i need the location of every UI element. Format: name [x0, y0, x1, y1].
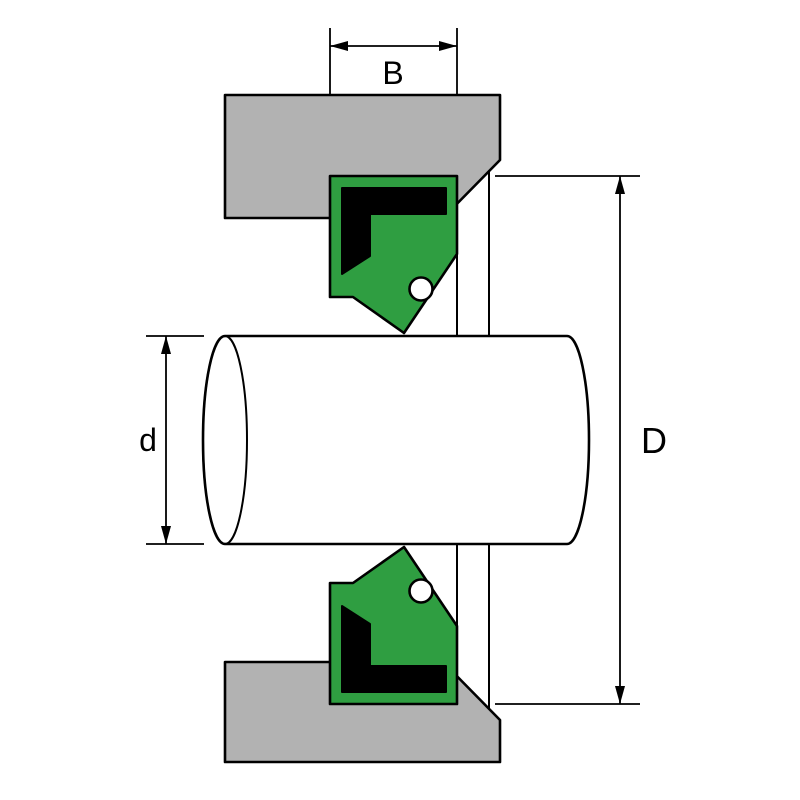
seal-top	[328, 174, 459, 335]
dim-d-arrow-bottom-icon	[161, 526, 171, 544]
dim-d-label: d	[139, 422, 157, 458]
seal-top-garter-spring-icon	[408, 276, 434, 302]
dim-d-outer-arrow-bottom-icon	[615, 686, 625, 704]
dimension-b: B	[329, 28, 458, 94]
dim-d-arrow-top-icon	[161, 336, 171, 354]
seal-bottom	[328, 545, 459, 706]
dimension-d-outer: D	[495, 175, 667, 705]
dim-d-outer-label: D	[641, 420, 667, 461]
shaft-body	[201, 334, 591, 546]
seal-bottom-case	[341, 605, 447, 693]
dim-d-outer-arrow-top-icon	[615, 176, 625, 194]
seal-bottom-garter-spring-icon	[408, 578, 434, 604]
shaft	[201, 334, 591, 546]
dimension-d: d	[139, 335, 204, 545]
shaft-end-face-ellipse	[202, 335, 248, 545]
dim-b-arrow-left-icon	[330, 41, 348, 51]
seal-top-case	[341, 187, 447, 275]
dim-b-arrow-right-icon	[439, 41, 457, 51]
dim-b-label: B	[382, 55, 403, 91]
